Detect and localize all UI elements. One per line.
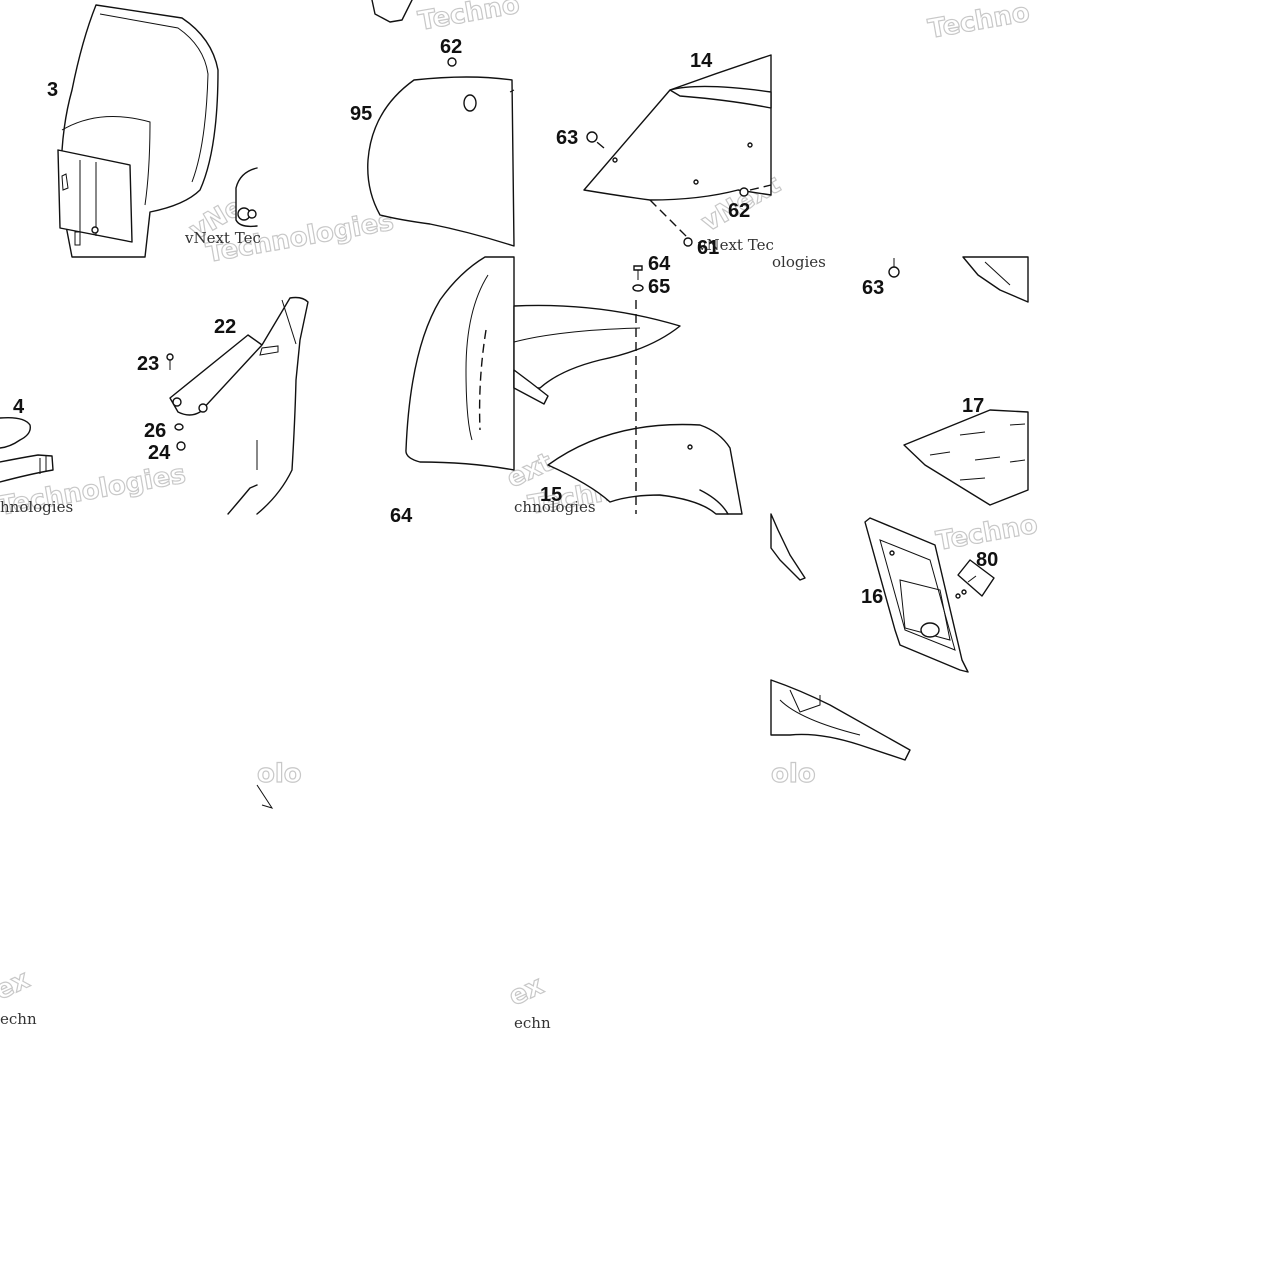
callout-16: 16 [861, 586, 883, 608]
watermark-brand: olo [771, 759, 816, 789]
hardware-nut-63-right [888, 258, 900, 278]
part-plate-holder [864, 517, 969, 673]
callout-64: 64 [390, 505, 413, 527]
callout-15: 15 [540, 484, 562, 506]
part-headlight-bracket [235, 167, 258, 228]
watermark-brand: ex [0, 965, 34, 1007]
part-front-fender-15 [513, 300, 743, 515]
watermark-brand: ex [504, 971, 548, 1013]
watermark-brand: olo [257, 759, 302, 789]
watermark-text: echn [514, 1014, 551, 1032]
callout-4: 4 [13, 396, 25, 418]
callout-63: 63 [862, 277, 884, 299]
callout-61: 61 [697, 237, 719, 259]
watermark-text: vNext Tec [697, 236, 774, 254]
callout-63: 63 [556, 127, 578, 149]
part-rear-fender-tail [770, 679, 911, 761]
watermark-brand: Techno [416, 0, 522, 37]
part-fragment-small [256, 784, 274, 809]
hardware-bolts-left [166, 353, 186, 451]
hardware-bolt-64 [632, 265, 644, 292]
callout-22: 22 [214, 316, 236, 338]
watermark-text: chnologies [514, 498, 596, 516]
watermark-text: hnologies [0, 498, 73, 516]
part-fragment-spear [770, 513, 806, 581]
callout-95: 95 [350, 103, 372, 125]
callout-26: 26 [144, 420, 166, 442]
part-bracket-4 [0, 416, 54, 483]
part-headlight-stay [169, 296, 309, 515]
callout-17: 17 [962, 395, 984, 417]
watermark-text: echn [0, 1010, 37, 1028]
part-reflector [955, 559, 995, 599]
part-top-fragment [371, 0, 413, 23]
watermark-brand: Techno [926, 0, 1032, 45]
callout-64: 64 [648, 253, 671, 275]
part-fragment-right-top [962, 256, 1029, 303]
part-number-plate [367, 76, 515, 247]
callout-labels: 3 4 95 62 14 63 62 61 22 23 26 24 64 65 … [13, 36, 998, 608]
callout-24: 24 [148, 442, 171, 464]
part-rear-fender-14 [583, 54, 772, 241]
callout-23: 23 [137, 353, 159, 375]
callout-65: 65 [648, 276, 670, 298]
callout-62: 62 [440, 36, 462, 58]
watermark-text: ologies [772, 253, 826, 271]
callout-3: 3 [47, 79, 58, 101]
part-front-fender [405, 256, 515, 471]
part-tray-17 [903, 409, 1029, 506]
callout-80: 80 [976, 549, 998, 571]
watermark-text: vNext Tec [184, 229, 261, 247]
hardware-nut-62-top [447, 57, 457, 67]
part-headlight-mask [57, 4, 219, 258]
callout-62: 62 [728, 200, 750, 222]
callout-14: 14 [690, 50, 713, 72]
hardware-rear-fender [586, 131, 749, 247]
